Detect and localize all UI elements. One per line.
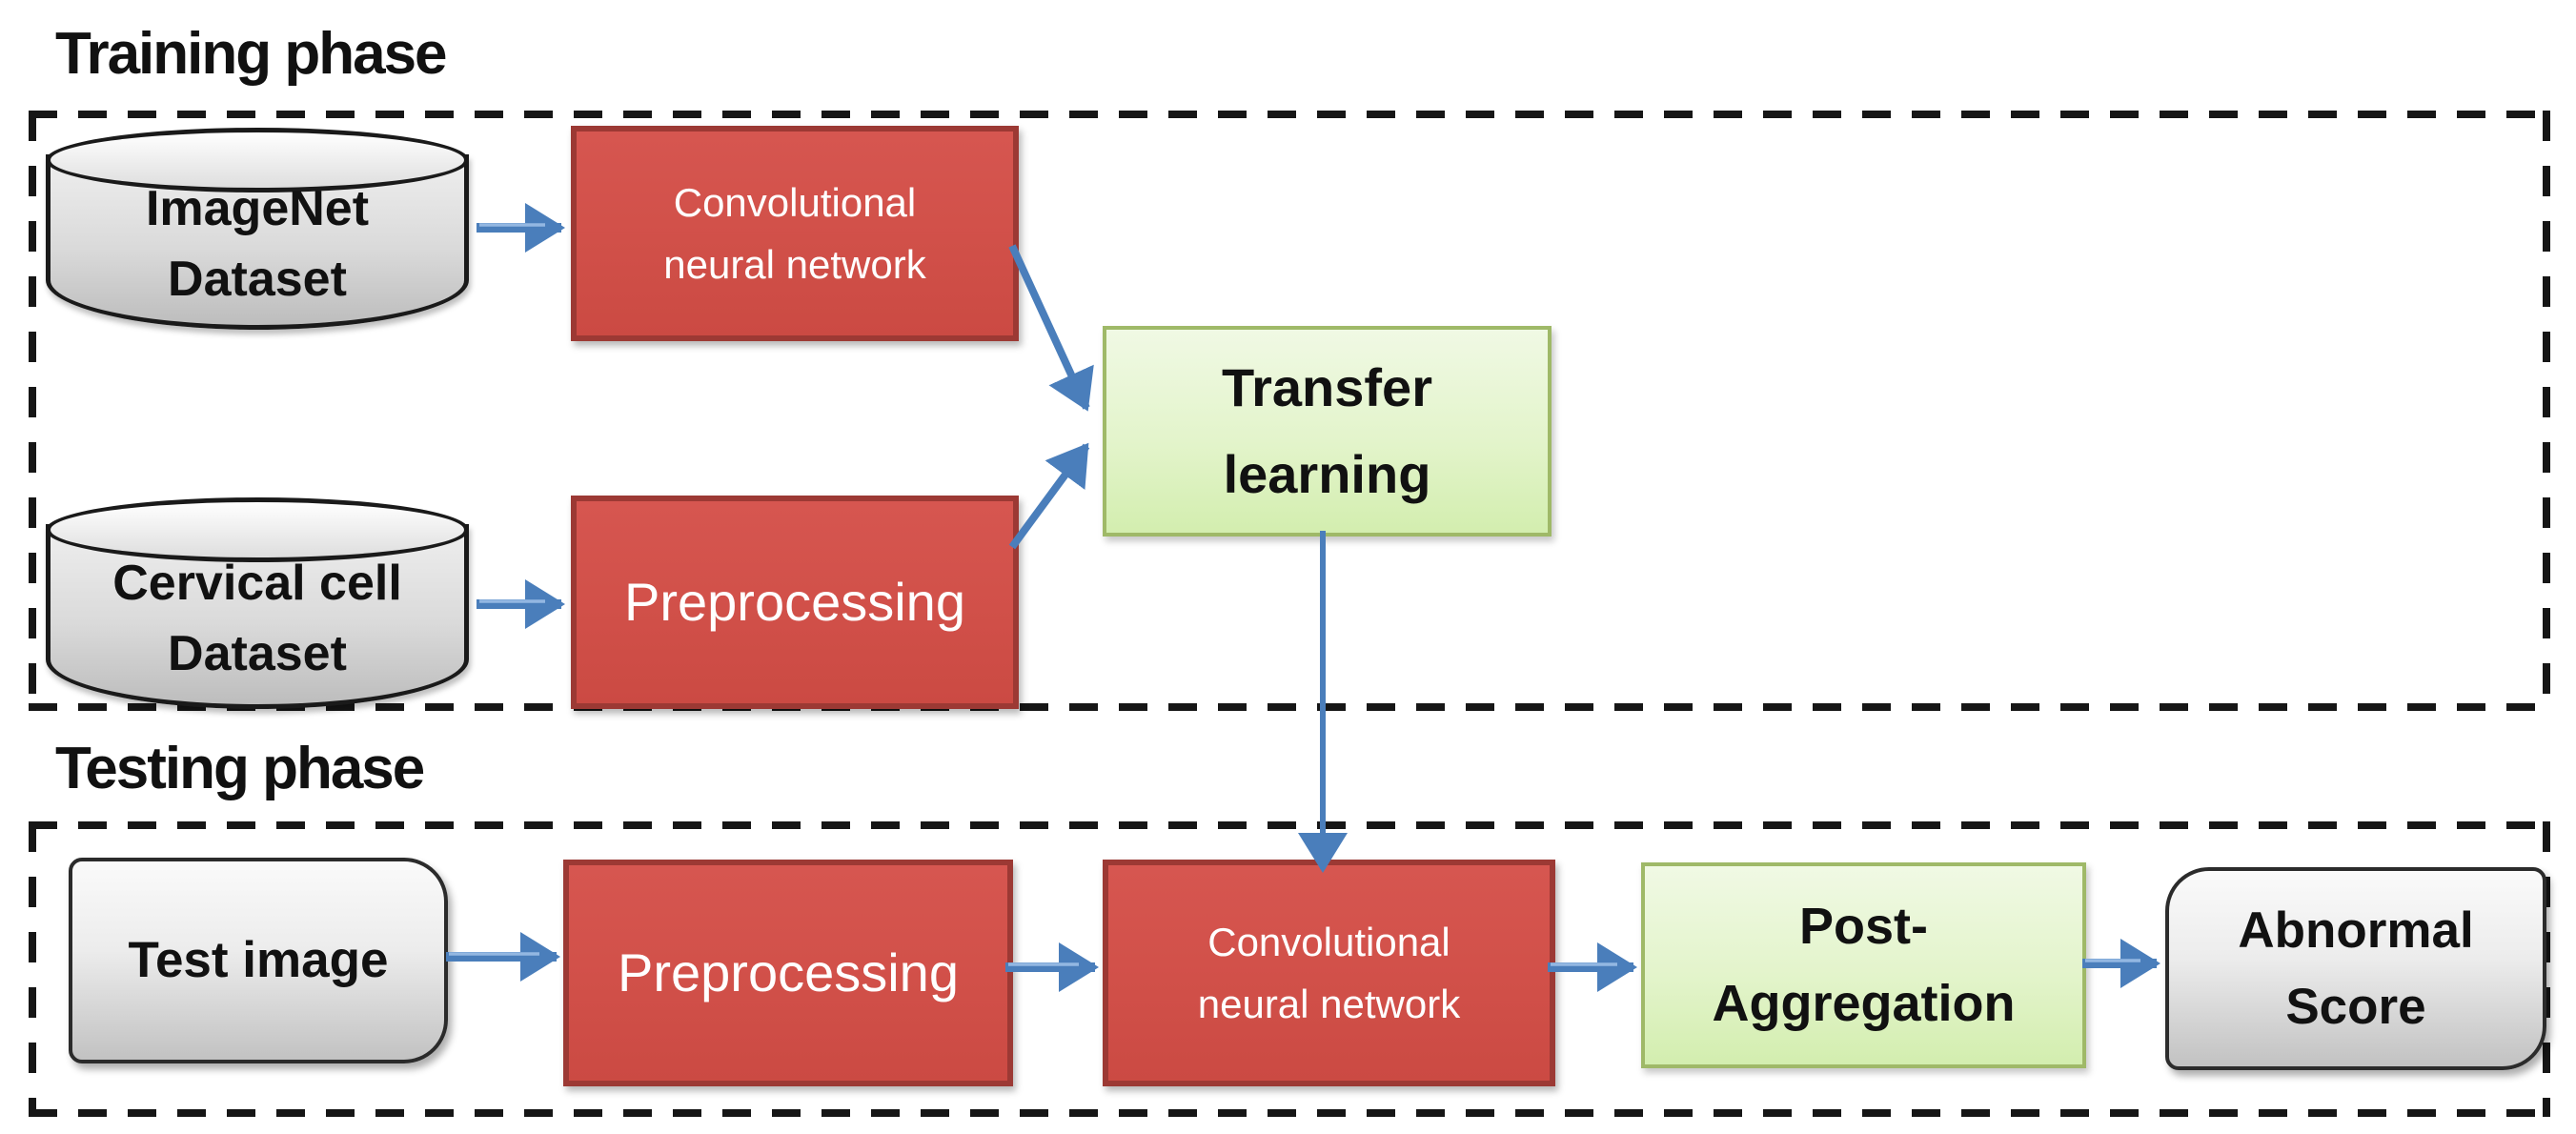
- preprocessing-box-testing: Preprocessing: [563, 860, 1013, 1086]
- testing-phase-boundary: [29, 821, 2550, 1117]
- dashed-edge-top: [29, 821, 2550, 829]
- imagenet-dataset-cylinder: ImageNet Dataset: [46, 128, 469, 330]
- cervical-dataset-cylinder: Cervical cell Dataset: [46, 497, 469, 709]
- transfer-learning-box: Transfer learning: [1103, 326, 1552, 537]
- dashed-edge-top: [29, 111, 2550, 118]
- training-phase-title: Training phase: [55, 21, 448, 87]
- dashed-edge-bottom: [29, 1109, 2550, 1117]
- cervical-dataset-label: Cervical cell Dataset: [112, 556, 402, 681]
- cylinder-top-ellipse: [46, 497, 469, 562]
- cnn-box-training: Convolutional neural network: [571, 126, 1019, 341]
- dashed-edge-left: [29, 821, 36, 1117]
- testing-phase-title: Testing phase: [55, 736, 425, 801]
- training-phase-boundary: [29, 111, 2550, 711]
- dashed-edge-right: [2543, 111, 2550, 711]
- dashed-edge-right: [2543, 821, 2550, 1117]
- post-aggregation-box: Post- Aggregation: [1641, 862, 2086, 1068]
- test-image-box: Test image: [69, 858, 448, 1063]
- dashed-edge-bottom: [29, 703, 2550, 711]
- imagenet-dataset-label: ImageNet Dataset: [145, 181, 370, 307]
- cylinder-top-ellipse: [46, 128, 469, 192]
- cnn-box-testing: Convolutional neural network: [1103, 860, 1555, 1086]
- dashed-edge-left: [29, 111, 36, 711]
- preprocessing-box-training: Preprocessing: [571, 496, 1019, 709]
- abnormal-score-box: Abnormal Score: [2165, 867, 2546, 1070]
